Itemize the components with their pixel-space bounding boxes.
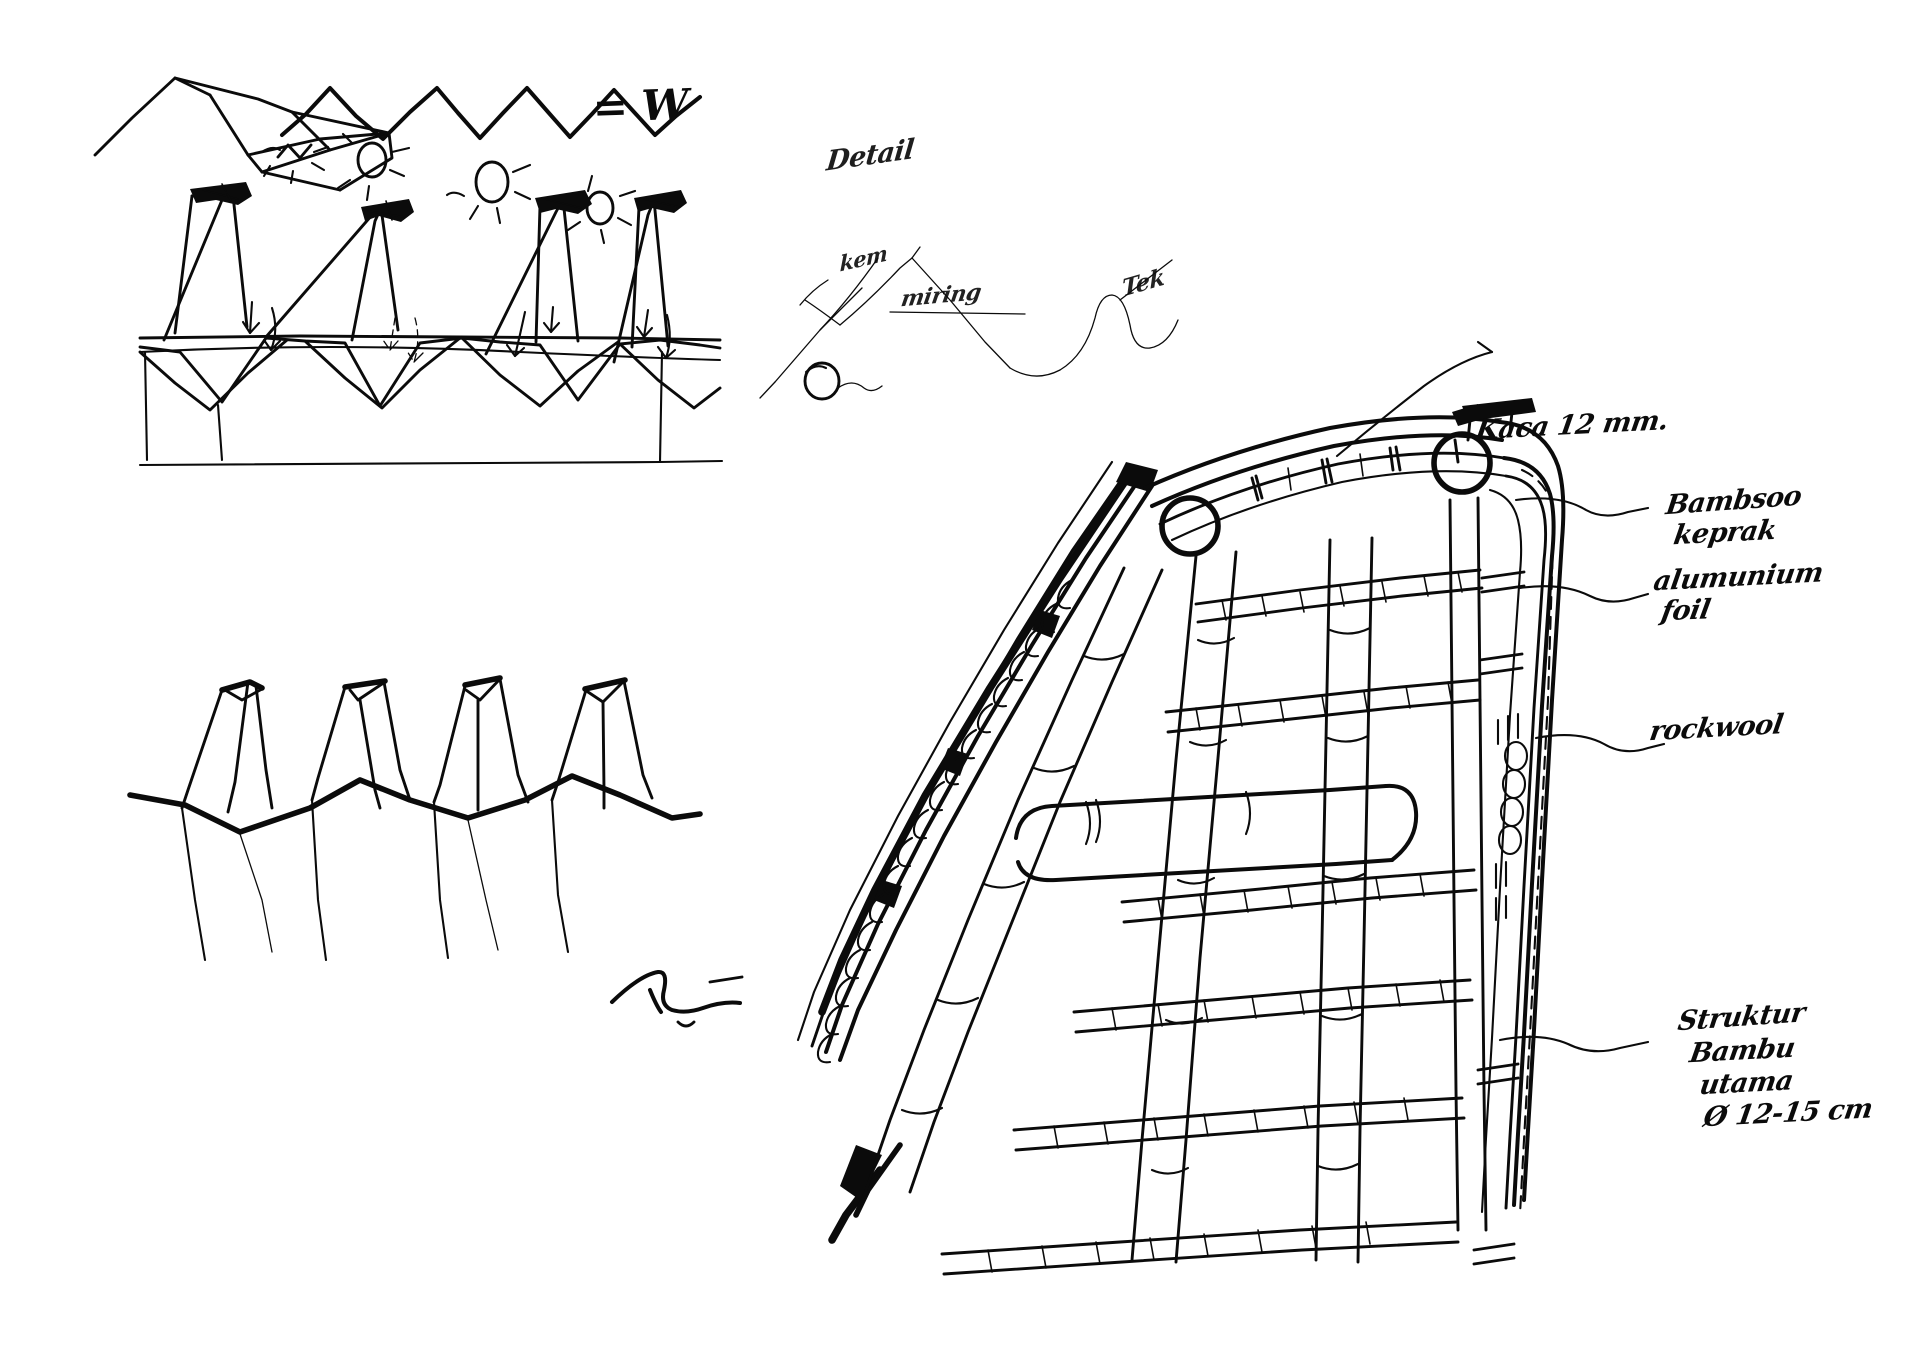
- callout-leader-lines: [1335, 340, 1666, 1053]
- equals-w-label: = W: [591, 79, 690, 132]
- main-bamboo-rafters: [864, 496, 1488, 1264]
- bamboo-keprak-label-line2: keprak: [1671, 514, 1779, 552]
- small-thumbnail-study: [759, 246, 1179, 401]
- rockwool-coil: [1494, 712, 1529, 922]
- roof-datum-and-ceiling: [138, 334, 724, 467]
- signature-scribble: [610, 969, 744, 1028]
- struktur-bambu-label-line2: Bambu: [1687, 1032, 1798, 1070]
- sun-icon-1: [260, 143, 330, 185]
- sun-symbols-group: [260, 132, 637, 245]
- sawtooth-skylight-monitors: [162, 182, 687, 364]
- struktur-bambu-label-line3: utama: [1697, 1065, 1796, 1102]
- airflow-arrows: [241, 300, 677, 363]
- aluminium-foil-label-line2: foil: [1658, 594, 1713, 628]
- bamboo-roof-detail: [796, 340, 1666, 1276]
- sun-icon-4: [566, 174, 637, 245]
- sun-icon-3: [445, 160, 532, 225]
- coiled-binding: [816, 578, 1074, 1064]
- bamboo-culm-sections: [1159, 431, 1493, 557]
- zigzag-profile-diagram: [280, 86, 702, 141]
- right-edge-assembly: [1472, 420, 1566, 1266]
- zigzag-roof-profile-section: [127, 675, 703, 962]
- folded-plate-roof-icon: [93, 76, 394, 192]
- cross-battens-lattice: [940, 568, 1484, 1276]
- sun-icon-2: [336, 132, 411, 202]
